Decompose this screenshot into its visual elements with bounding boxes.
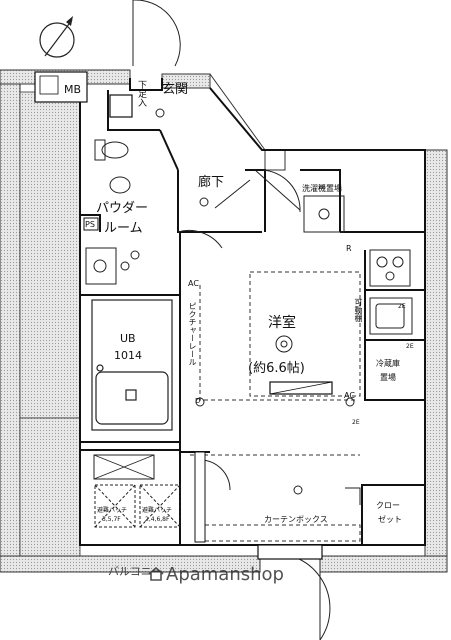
label-fridge-2: 置場 xyxy=(380,373,396,382)
label-mb: MB xyxy=(64,83,82,96)
label-ac-2: AC xyxy=(188,279,199,288)
label-hatch-left-1: 避難ハッチ xyxy=(97,507,128,514)
label-entrance: 玄関 xyxy=(162,82,189,97)
label-closet-1: クロー xyxy=(376,501,400,510)
washer-icon xyxy=(303,195,345,233)
toilet-icon xyxy=(94,139,131,194)
label-hatch-right-2: 2,4,6,8F xyxy=(145,516,170,523)
label-2e-4: 2E xyxy=(406,343,414,350)
label-closet-2: ゼット xyxy=(378,515,402,524)
label-ps: PS xyxy=(85,220,95,229)
watermark-text: Apamanshop xyxy=(166,564,284,585)
label-picture-rail: ピクチャーレール xyxy=(188,302,197,366)
label-fridge-1: 冷蔵庫 xyxy=(376,359,400,368)
label-curtain-box: カーテンボックス xyxy=(264,515,328,524)
hatch-boxes xyxy=(94,484,181,528)
label-western-room: 洋室 xyxy=(268,315,296,331)
label-ventilation-shelf: 可動棚 xyxy=(354,298,363,322)
light-fixtures xyxy=(130,108,355,495)
label-western-room-size: (約6.6帖) xyxy=(248,361,305,376)
kitchen-sink-icon xyxy=(369,297,413,335)
house-logo-icon xyxy=(148,567,164,581)
watermark: Apamanshop xyxy=(148,564,284,585)
label-d: D xyxy=(195,397,201,405)
label-balcony: バルコニー xyxy=(108,565,163,578)
bathtub-icon xyxy=(91,299,173,431)
label-2e-3: 2E xyxy=(352,419,360,426)
label-hallway: 廊下 xyxy=(198,175,225,190)
walls xyxy=(79,78,426,546)
label-hatch-left-2: 3,5,7F xyxy=(102,516,121,523)
compass-icon xyxy=(39,16,75,58)
label-hatch-right-1: 避難ハッチ xyxy=(142,507,173,514)
sink-icon xyxy=(85,247,130,285)
label-ub-size: 1014 xyxy=(114,349,142,362)
stove-icon xyxy=(369,249,411,287)
label-2e-2: 2E xyxy=(398,303,406,310)
label-powder-room-1: パウダー xyxy=(96,201,149,216)
label-ub: UB xyxy=(120,332,136,345)
exterior-walls xyxy=(0,69,448,573)
label-powder-room-2: ルーム xyxy=(104,221,143,236)
label-2e-1: 2E xyxy=(318,184,326,191)
label-shoe-storage: 下足入 xyxy=(136,80,146,107)
label-ac: AC xyxy=(344,391,355,400)
label-r: R xyxy=(346,244,352,253)
label-washer-space: 洗濯機置場 xyxy=(302,184,342,193)
